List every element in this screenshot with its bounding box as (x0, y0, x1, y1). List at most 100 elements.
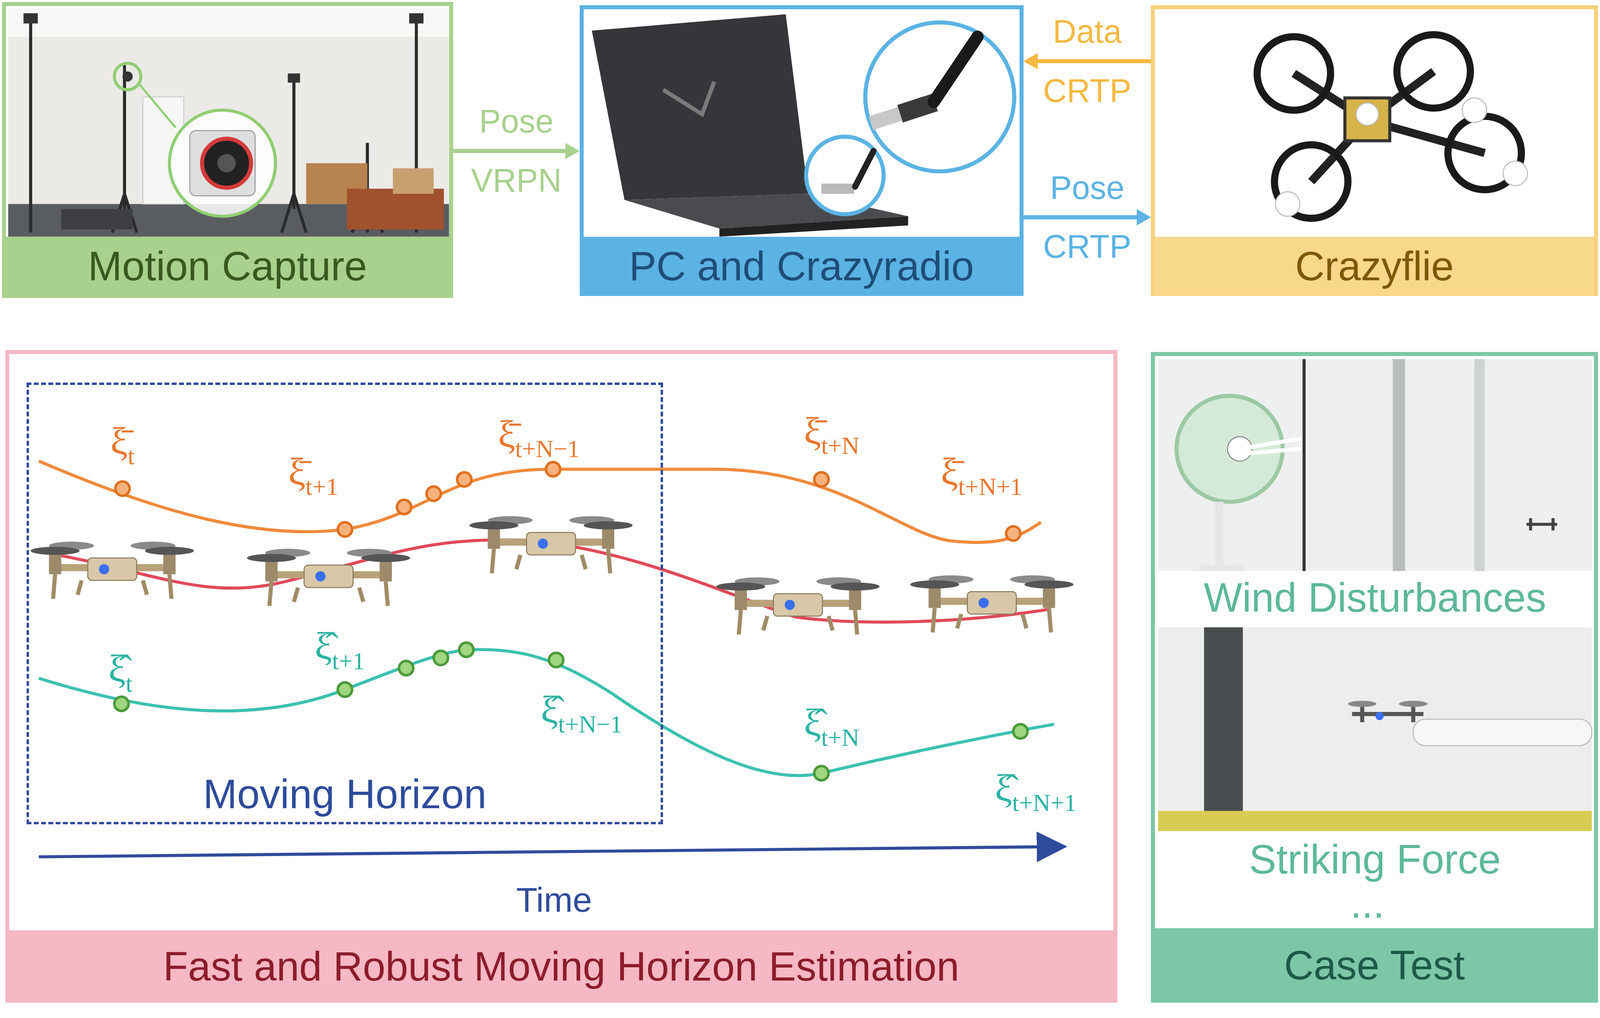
symbol-subscript: t+1 (331, 647, 365, 675)
symbol-base: ξ̂ (804, 700, 822, 745)
connector-line (1034, 59, 1151, 64)
camera-lens (217, 153, 237, 173)
callout-circle (114, 63, 141, 90)
prior-curve (38, 461, 1041, 543)
prior-point (426, 486, 441, 501)
symbol-base: ξ̂ (994, 766, 1013, 810)
rotor-guard (1396, 34, 1471, 108)
floor (1158, 811, 1592, 832)
symbol-subscript: t+N+1 (957, 472, 1023, 500)
camera (23, 13, 38, 24)
link-label: Pose CRTP (1043, 158, 1132, 277)
block-title: Fast and Robust Moving Horizon Estimatio… (9, 930, 1114, 1004)
antenna (855, 151, 874, 187)
camera-body (189, 130, 255, 196)
arrowhead (1136, 209, 1151, 226)
photo-background (1158, 359, 1592, 572)
state-symbol: ξ̄t+N−1 (497, 411, 580, 456)
marker-ball (1275, 191, 1300, 217)
crazyflie-photo (1257, 34, 1528, 219)
estimate-point (114, 696, 129, 711)
door-frame (1204, 627, 1243, 832)
estimation-plot (30, 461, 1074, 858)
block-title: Striking Force (1158, 831, 1592, 888)
symbol-base: ξ̄ (288, 449, 306, 494)
laptop-lid (591, 14, 809, 200)
estimate-curve (38, 649, 1054, 776)
symbol-subscript: t (125, 669, 133, 697)
case-photo-panel: Striking Force (1158, 627, 1592, 924)
estimate-point (1013, 724, 1028, 739)
clutter (392, 168, 434, 194)
block-title: Wind Disturbances (1158, 571, 1592, 625)
striking-rod (1413, 719, 1592, 747)
dongle-plug (868, 107, 903, 131)
rotor-guard (1274, 145, 1348, 219)
connector-line (1023, 215, 1140, 220)
symbol-base: ξ̄ (110, 419, 128, 463)
marker-ball (1502, 161, 1528, 186)
led (1375, 712, 1384, 721)
rotor (1347, 700, 1377, 707)
system-block: Crazyflie (1150, 5, 1598, 297)
system-block: Motion Capture (2, 2, 454, 299)
door-frame (1474, 359, 1485, 572)
dongle (821, 183, 854, 194)
state-symbol: ξ̂t+N−1 (540, 686, 623, 732)
state-symbol: ξ̄t+N (804, 408, 860, 453)
symbol-subscript: t+1 (305, 472, 339, 500)
estimate-point (399, 661, 414, 676)
drone-icon (30, 541, 194, 599)
estimate-points (114, 642, 1028, 781)
symbol-base: ξ̄ (497, 412, 516, 456)
drone-icon (246, 549, 411, 607)
camera (287, 73, 300, 83)
estimate-point (337, 682, 353, 697)
symbol-subscript: t+N (820, 723, 860, 751)
state-symbol: ξ̄t+N+1 (940, 449, 1023, 494)
block-title: Moving Horizon (29, 766, 662, 821)
symbol-subscript: t+N (820, 432, 860, 460)
symbol-base: ξ̂ (314, 624, 332, 668)
state-symbol: ξ̂t+N (804, 700, 860, 745)
symbol-subscript: t+N−1 (515, 435, 580, 463)
prior-point (396, 499, 411, 514)
symbol-subscript: t+N−1 (557, 710, 623, 738)
system-block: PC and Crazyradio (579, 5, 1024, 297)
block-title: PC and Crazyradio (583, 236, 1020, 297)
laptop-logo (663, 81, 715, 115)
drone-icon (716, 577, 880, 635)
drone-body (1345, 97, 1390, 141)
camera (122, 71, 133, 82)
symbol-base: ξ̂ (540, 687, 559, 731)
drone-icon (910, 575, 1074, 633)
block-title: Crazyflie (1154, 236, 1594, 297)
antenna (933, 36, 978, 102)
laptop-edge (719, 216, 909, 237)
prior-point (814, 472, 829, 487)
symbol-base: ξ̄ (804, 408, 822, 452)
state-symbol: ξ̄t+1 (288, 449, 338, 494)
symbol-subscript: t+N+1 (1012, 789, 1077, 817)
state-symbol: ξ̂t (108, 646, 133, 691)
state-symbol: ξ̂t+1 (314, 623, 365, 669)
room-wall (8, 8, 449, 237)
data-link-arrow (1023, 209, 1152, 226)
rotor (1398, 700, 1428, 707)
callout-line (138, 83, 176, 128)
state-symbol: ξ̂t+N+1 (994, 765, 1077, 811)
time-axis (38, 846, 1062, 857)
arrowhead (565, 143, 580, 160)
case-photo-panel: Wind Disturbances (1158, 359, 1592, 625)
callout-circle (806, 136, 884, 215)
camera-lens (202, 138, 252, 188)
rotor-guard (1257, 36, 1331, 110)
arrowhead (1023, 53, 1038, 70)
clutter (346, 188, 444, 230)
fan (1176, 395, 1283, 502)
state-symbol: ξ̄t (110, 418, 135, 464)
estimate-point (549, 652, 564, 668)
symbol-base: ξ̄ (940, 449, 959, 494)
symbol-base: ξ̂ (108, 646, 126, 691)
